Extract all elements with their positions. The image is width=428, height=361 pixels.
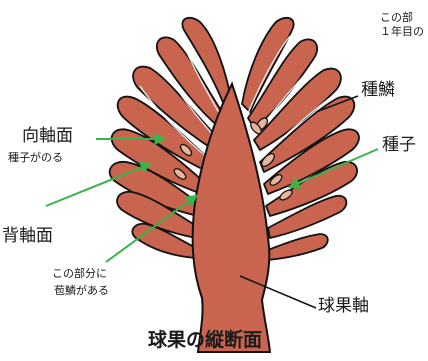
label-bract-note-line-1: この部分に: [52, 268, 107, 281]
diagram-title: 球果の縦断面: [148, 330, 262, 352]
corner-note-line-2: １年目の: [380, 26, 424, 39]
label-seed: 種子: [382, 136, 416, 156]
scale-right-8: [268, 234, 328, 260]
label-seed-scale: 種鱗: [361, 81, 395, 101]
label-bract-note-line-2: 苞鱗がある: [54, 285, 109, 298]
corner-note-line-1: この部: [380, 12, 413, 25]
label-abaxial-surface: 背軸面: [2, 227, 53, 247]
label-cone-axis: 球果軸: [318, 297, 369, 317]
label-adaxial-note: 種子がのる: [8, 152, 63, 165]
label-adaxial-surface: 向軸面: [22, 127, 73, 147]
